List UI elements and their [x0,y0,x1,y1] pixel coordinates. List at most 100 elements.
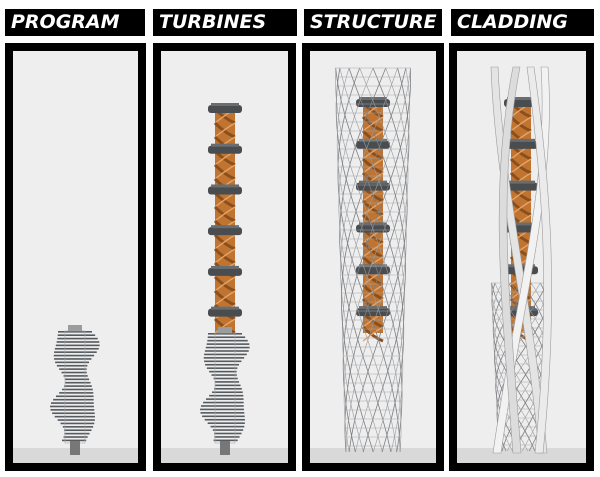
turbine-hub-cap [507,222,535,226]
lattice-strand [348,67,406,453]
ground-shadow [457,448,586,463]
floor-plate [50,405,94,408]
lattice-structure-icon [335,67,411,453]
floor-plate [56,364,88,367]
turbine-hub [208,186,242,195]
floor-plate [211,374,237,376]
floor-plate [203,357,245,359]
base-pedestal [220,441,230,455]
turbine-hub-cap [359,180,387,184]
title-turbines: TURBINES [153,9,297,36]
cladding-illustration [457,51,586,463]
floor-plate [54,347,99,350]
floor-plate [62,388,93,391]
lattice-strand [339,67,405,453]
turbine-blade-highlight [362,116,384,132]
floor-plate [207,336,246,339]
floor-plate [61,371,87,374]
floor-plate [55,344,100,347]
turbine-blade [213,247,236,265]
program-illustration [13,51,138,463]
turbine-blade [213,233,236,251]
turbine-blade [509,157,532,175]
floor-plate [206,367,238,369]
floor-plate [54,415,95,418]
turbine-blade [213,205,236,223]
turbine-blade-highlight [214,276,236,292]
turbine-blade-highlight [214,206,236,222]
floor-plate [54,358,92,360]
floor-plate [203,401,244,404]
turbine-blade [509,115,532,133]
turbine-blade [213,191,236,209]
turbine-hub-cap [359,138,387,142]
turbine-blade [213,163,236,181]
turbine-blade [213,275,236,293]
turbine-hub-cap [359,222,387,226]
turbine-hub-cap [211,306,239,310]
turbine-blade [361,199,384,217]
turbine-hub [356,140,390,149]
floor-plate [215,384,241,387]
cladding-fin [492,66,550,454]
floor-plate [62,439,87,442]
floor-plate [213,439,238,442]
structure-illustration [310,51,436,463]
turbine-hub [504,182,538,191]
floor-plate [53,398,94,401]
turbine-blade-highlight [362,242,384,258]
floor-plate [204,418,245,421]
floor-plate [210,425,245,428]
floor-plate [58,331,92,333]
floor-plate [209,370,237,373]
floor-plate [64,378,90,381]
turbine-core [215,109,235,333]
turbine-hub [356,266,390,275]
floor-plate [57,419,95,421]
cladding-fins-icon [490,66,552,454]
turbine-hub-cap [507,138,535,142]
turbine-blade [361,325,384,343]
turbine-hub [504,140,538,149]
core-cap [218,327,232,333]
turbine-blade-highlight [214,122,236,138]
floor-plate [209,394,244,397]
turbine-hub [208,145,242,154]
turbines-illustration [161,51,288,463]
floor-plate [62,426,94,428]
turbine-blade-highlight [214,248,236,264]
turbine-blade-highlight [214,318,236,334]
turbine-blade-highlight [362,200,384,216]
turbine-hub-cap [211,225,239,229]
floor-plate [63,375,88,377]
floor-plate [204,360,242,363]
turbine-hub-cap [211,143,239,147]
floor-plate [207,339,248,342]
floor-plate [50,402,94,404]
floor-plate [213,377,238,380]
turbine-blade-highlight [510,158,532,174]
panel-program [5,43,146,471]
lattice-strand [494,282,536,452]
turbine-blade [213,289,236,307]
turbine-hub-cap [507,180,535,184]
turbine-hub [208,227,242,236]
floor-plate [57,337,98,340]
floor-plate [64,432,90,435]
floor-plate [214,432,242,435]
turbine-blade [361,241,384,259]
floor-plate [55,395,94,398]
turbine-blade [213,121,236,139]
turbine-blade-highlight [214,234,236,250]
title-program: PROGRAM [5,9,145,36]
floor-plate [205,398,244,400]
floor-plate [57,334,96,336]
floor-plate [64,429,92,432]
panel-turbines [153,43,296,471]
turbine-hub-cap [211,103,239,106]
floor-plate [206,343,250,345]
floor-plate [50,409,95,411]
turbine-blade [361,115,384,133]
turbine-blade-highlight [362,326,384,342]
